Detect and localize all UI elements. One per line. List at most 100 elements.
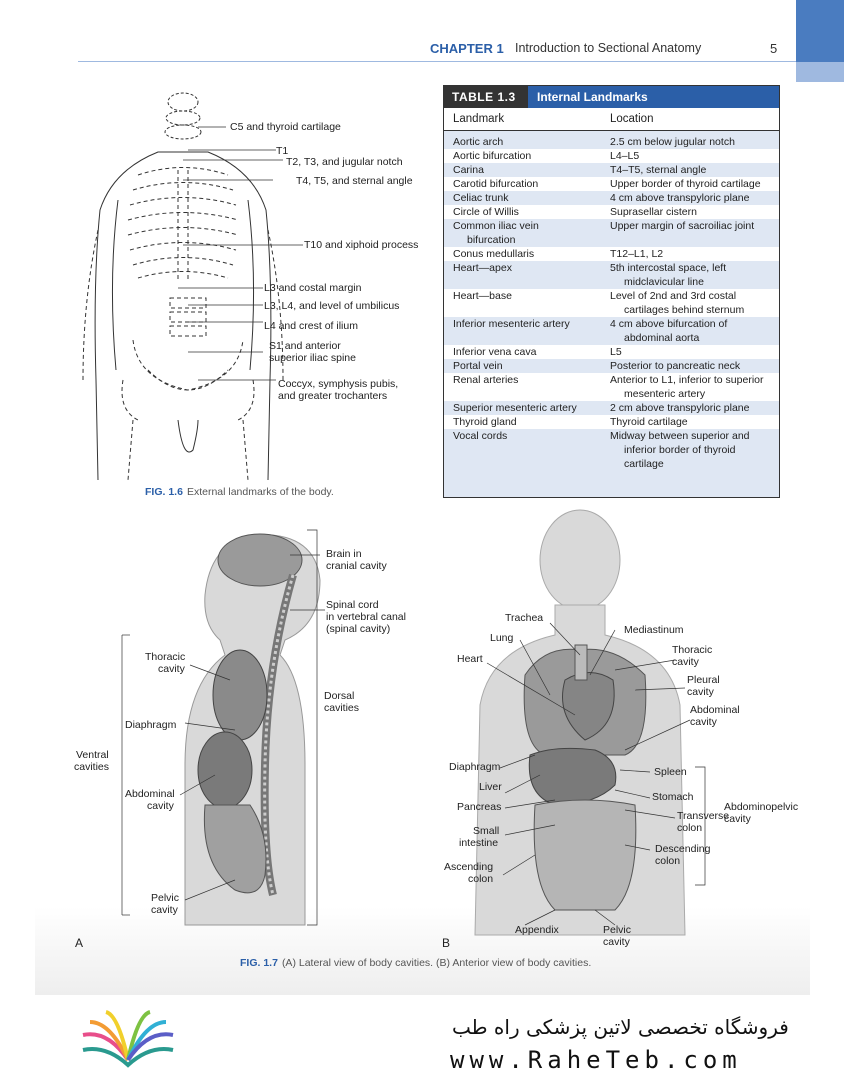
- location-text: midclavicular line: [624, 276, 704, 288]
- label-s1-2: superior iliac spine: [269, 352, 356, 364]
- label-brain: Brain in: [326, 548, 362, 560]
- location-text: Anterior to L1, inferior to superior: [610, 374, 764, 386]
- label-pelvic-b-2: cavity: [603, 936, 630, 948]
- label-spleen: Spleen: [654, 766, 687, 778]
- label-stomach: Stomach: [652, 791, 694, 803]
- landmark-text: Celiac trunk: [453, 192, 509, 204]
- location-text: Posterior to pancreatic neck: [610, 360, 741, 372]
- label-t10: T10 and xiphoid process: [304, 239, 419, 251]
- label-diaphragm-a: Diaphragm: [125, 719, 177, 731]
- label-small-intestine: Small: [473, 825, 500, 837]
- location-text: 2 cm above transpyloric plane: [610, 402, 750, 414]
- landmark-text: Aortic arch: [453, 136, 504, 148]
- landmark-cell: Carotid bifurcation: [453, 177, 608, 191]
- landmark-cell: Renal arteries: [453, 373, 608, 387]
- label-thoracic-a-2: cavity: [158, 663, 185, 675]
- body-outline-illustration: [82, 92, 303, 480]
- label-abdominal-a: Abdominal: [125, 788, 175, 800]
- label-spinal-cord-2: in vertebral canal: [326, 611, 406, 623]
- label-pelvic-a: Pelvic: [151, 892, 180, 904]
- landmark-cell: Thyroid gland: [453, 415, 608, 429]
- landmark-text: Renal arteries: [453, 374, 519, 386]
- chapter-title: Introduction to Sectional Anatomy: [515, 41, 702, 55]
- label-liver: Liver: [479, 781, 502, 793]
- location-text: 5th intercostal space, left: [610, 262, 727, 274]
- landmark-cell: Aortic bifurcation: [453, 149, 608, 163]
- label-lung: Lung: [490, 632, 514, 644]
- label-heart: Heart: [457, 653, 483, 665]
- location-text: 4 cm above bifurcation of: [610, 318, 728, 330]
- landmark-cell: Circle of Willis: [453, 205, 608, 219]
- label-ascending: Ascending: [444, 861, 494, 873]
- location-cell: Upper border of thyroid cartilage: [610, 177, 775, 191]
- table-row: Portal vein Posterior to pancreatic neck: [444, 359, 779, 373]
- fig17-caption-num: FIG. 1.7: [240, 957, 278, 969]
- fig16-caption-num: FIG. 1.6: [145, 486, 183, 498]
- label-c5: C5 and thyroid cartilage: [230, 121, 341, 133]
- fig17-caption: FIG. 1.7(A) Lateral view of body cavitie…: [240, 957, 591, 969]
- landmark-text: Superior mesenteric artery: [453, 402, 577, 414]
- figure-body-cavities: Brain in cranial cavity Spinal cord in v…: [35, 505, 810, 995]
- table-row: Carotid bifurcation Upper border of thyro…: [444, 177, 779, 191]
- label-view-b: B: [442, 936, 451, 950]
- landmark-text: Heart—base: [453, 290, 512, 302]
- shop-url: www.RaheTeb.com: [450, 1046, 742, 1074]
- landmark-text: Carina: [453, 164, 484, 176]
- label-coccyx: Coccyx, symphysis pubis,: [278, 378, 399, 390]
- label-ventral: Ventral: [76, 749, 109, 761]
- corner-tab: [796, 0, 844, 62]
- landmark-text: Heart—apex: [453, 262, 512, 274]
- location-text: abdominal aorta: [624, 332, 700, 344]
- label-brain-2: cranial cavity: [326, 560, 387, 572]
- figure-external-landmarks: C5 and thyroid cartilage T1 T2, T3, and …: [78, 80, 428, 480]
- table-row: Superior mesenteric artery 2 cm above tra…: [444, 401, 779, 415]
- table-row: Renal arteries Anterior to L1, inferior t…: [444, 373, 779, 401]
- label-abdominal-b-2: cavity: [690, 716, 717, 728]
- landmark-text: Vocal cords: [453, 430, 508, 442]
- landmark-cell: Vocal cords: [453, 429, 608, 443]
- label-appendix: Appendix: [515, 924, 559, 936]
- location-text: cartilages behind sternum: [624, 304, 745, 316]
- label-diaphragm-b: Diaphragm: [449, 761, 501, 773]
- label-l3-costal: L3 and costal margin: [264, 282, 362, 294]
- label-transverse: Transverse: [677, 810, 730, 822]
- landmark-text: Portal vein: [453, 360, 503, 372]
- landmark-text: Conus medullaris: [453, 248, 535, 260]
- shop-name: فروشگاه تخصصی لاتین پزشکی راه طب: [452, 1015, 789, 1039]
- landmark-text-cont: bifurcation: [467, 234, 516, 246]
- anterior-view-drawing: [474, 509, 706, 936]
- col-header-location: Location: [610, 113, 654, 125]
- location-cell: Posterior to pancreatic neck: [610, 359, 775, 373]
- location-text: T4–T5, sternal angle: [610, 164, 707, 176]
- label-spinal-cord-3: (spinal cavity): [326, 623, 391, 635]
- table-column-headers: Landmark Location: [444, 108, 779, 131]
- landmark-text: Circle of Willis: [453, 206, 519, 218]
- label-pleural: Pleural: [687, 674, 720, 686]
- location-text: Suprasellar cistern: [610, 206, 697, 218]
- landmark-cell: Conus medullaris: [453, 247, 608, 261]
- location-cell: Upper margin of sacroiliac joint: [610, 219, 775, 233]
- table-number: TABLE 1.3: [444, 86, 528, 108]
- label-small-intestine-2: intestine: [459, 837, 499, 849]
- label-abdominal-b: Abdominal: [690, 704, 740, 716]
- body-cavities-illustration: [121, 509, 706, 936]
- landmark-text: Carotid bifurcation: [453, 178, 539, 190]
- label-pleural-2: cavity: [687, 686, 714, 698]
- label-trachea: Trachea: [505, 612, 544, 624]
- landmark-cell: Superior mesenteric artery: [453, 401, 608, 415]
- book-logo-icon: [78, 1010, 178, 1070]
- location-cell: T4–T5, sternal angle: [610, 163, 775, 177]
- location-text: Midway between superior and: [610, 430, 750, 442]
- label-pelvic-a-2: cavity: [151, 904, 178, 916]
